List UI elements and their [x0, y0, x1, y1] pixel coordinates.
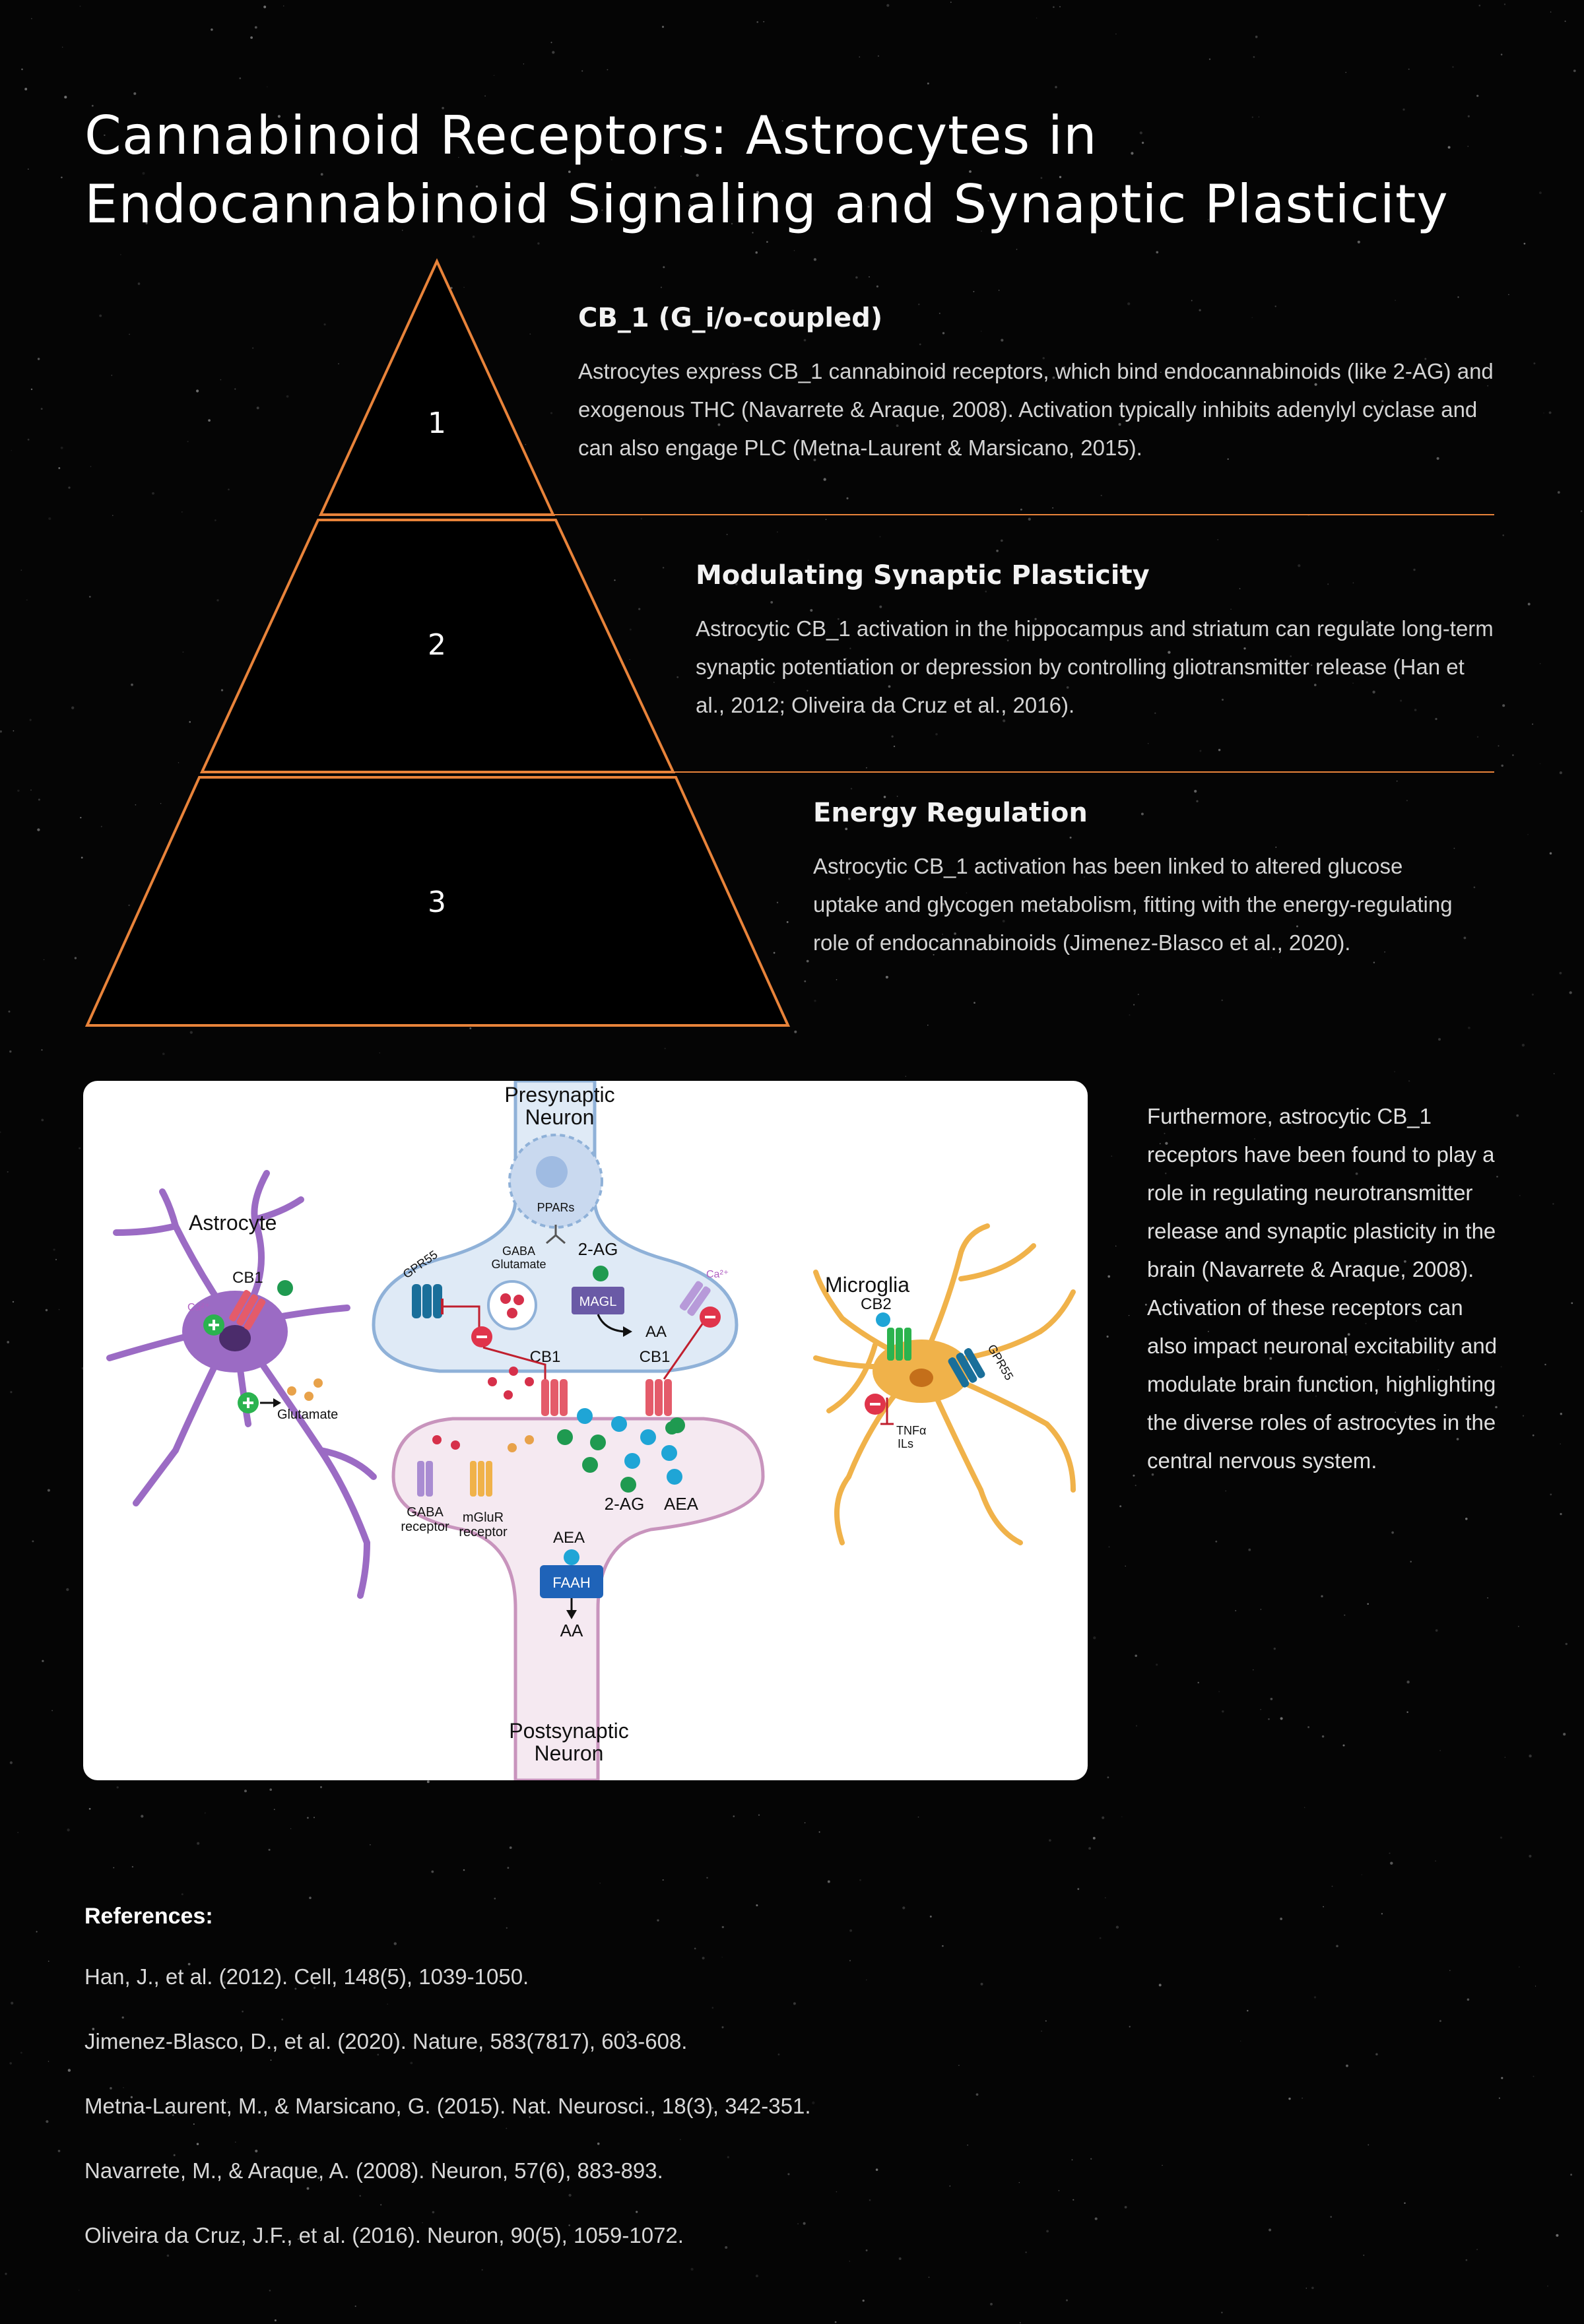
level-1-heading: CB_1 (G_i/o-coupled) — [578, 303, 883, 333]
tripartite-synapse-illustration: PPARs GABA Glutamate 2-AG MAGL AA GPR55 — [106, 1081, 1076, 1780]
glutamate-label: Glutamate — [277, 1407, 338, 1422]
reference-item: Jimenez-Blasco, D., et al. (2020). Natur… — [84, 2029, 688, 2053]
pyramid-level-1-number: 1 — [428, 406, 446, 440]
gaba-receptor — [417, 1461, 433, 1497]
postsynaptic-neuron-shape — [391, 1417, 765, 1780]
cb1-right-inhibit-path — [663, 1318, 708, 1380]
faah-enzyme — [540, 1565, 603, 1598]
gpr55-left-receptor — [412, 1284, 442, 1318]
cb1-presynaptic-left-label: CB1 — [530, 1348, 561, 1366]
microglia-label: Microglia — [825, 1273, 909, 1297]
aea-molecule — [564, 1549, 579, 1565]
cb1-presynaptic-left-receptor — [541, 1379, 568, 1416]
pyramid-level-3-text: Energy Regulation Astrocytic CB_1 activa… — [813, 796, 1473, 962]
astrocyte-nucleus — [219, 1325, 251, 1351]
reference-item: Han, J., et al. (2012). Cell, 148(5), 10… — [84, 1964, 529, 1989]
ppars-receptor-icon — [546, 1225, 566, 1244]
inhibit-sign-bar — [870, 1403, 880, 1405]
pyramid-level-1-shape — [318, 258, 556, 516]
cb1-presynaptic-right-receptor — [645, 1379, 672, 1416]
pyramid-diagram: 1 2 3 — [84, 258, 1494, 1027]
gpr55-inhibit-line — [442, 1305, 480, 1332]
cb2-label: CB2 — [861, 1295, 892, 1313]
ppars-label: PPARs — [537, 1201, 575, 1214]
glutamate-molecule — [287, 1386, 296, 1396]
glutamate-molecule — [304, 1392, 314, 1401]
gpr55-right-receptor — [948, 1348, 985, 1388]
references-section: References: Han, J., et al. (2012). Cell… — [84, 1900, 1470, 2284]
magl-arrow — [597, 1314, 625, 1333]
reference-item: Oliveira da Cruz, J.F., et al. (2016). N… — [84, 2223, 684, 2247]
vesicle-molecule — [507, 1308, 517, 1318]
level-2-heading: Modulating Synaptic Plasticity — [696, 560, 1150, 591]
pyramid-level-2-number: 2 — [428, 628, 446, 662]
pyramid-level-3-shape — [84, 776, 791, 1027]
level-3-description: Astrocytic CB_1 activation has been link… — [813, 854, 1453, 955]
calcium-presynaptic-label: Ca²⁺ — [706, 1269, 729, 1280]
mglur-label-2: receptor — [459, 1525, 508, 1539]
cb1-presynaptic-right-label: CB1 — [640, 1348, 671, 1366]
presynaptic-label-2: Neuron — [525, 1105, 595, 1129]
level-1-description: Astrocytes express CB_1 cannabinoid rece… — [578, 359, 1494, 460]
tnfa-label: TNFα — [896, 1424, 926, 1437]
cb2-inhibit-line — [880, 1398, 894, 1425]
references-heading: References: — [84, 1904, 213, 1929]
microglia-nucleus — [909, 1369, 933, 1387]
mglur-receptor — [470, 1461, 492, 1497]
gpr55-right-label: GPR55 — [985, 1342, 1016, 1382]
gaba-receptor-label-1: GABA — [407, 1505, 444, 1520]
page-title: Cannabinoid Receptors: Astrocytes in End… — [84, 104, 1449, 235]
inhibit-sign-bar — [705, 1316, 715, 1318]
vesicle-molecule — [500, 1293, 511, 1304]
side-description: Furthermore, astrocytic CB_1 receptors h… — [1147, 1104, 1498, 1473]
astrocyte-label: Astrocyte — [189, 1211, 277, 1235]
cb1-astrocyte-label: CB1 — [232, 1269, 263, 1287]
reference-item: Metna-Laurent, M., & Marsicano, G. (2015… — [84, 2094, 811, 2118]
pyramid-level-2-text: Modulating Synaptic Plasticity Astrocyti… — [696, 558, 1496, 725]
calcium-astrocyte-label: Ca²⁺ — [187, 1302, 210, 1313]
cb1-astrocyte-receptor — [229, 1289, 266, 1330]
two-ag-molecule — [277, 1280, 293, 1296]
glutamate-vesicle-label: Glutamate — [491, 1258, 546, 1271]
magl-arrowhead — [623, 1326, 632, 1337]
two-ag-bottom-label: 2-AG — [605, 1494, 645, 1514]
glutamate-molecule — [314, 1378, 323, 1388]
magl-label: MAGL — [579, 1295, 617, 1309]
aa-post-label: AA — [560, 1621, 583, 1640]
reference-item: Navarrete, M., & Araque, A. (2008). Neur… — [84, 2158, 663, 2183]
postsynaptic-label: Postsynaptic — [509, 1719, 628, 1743]
pyramid-level-1-text: CB_1 (G_i/o-coupled) Astrocytes express … — [578, 301, 1496, 467]
ils-label: ILs — [898, 1437, 913, 1450]
aea-post-label: AEA — [553, 1529, 585, 1547]
level-2-description: Astrocytic CB_1 activation in the hippoc… — [696, 616, 1494, 717]
gaba-label: GABA — [502, 1244, 535, 1258]
two-ag-top-label: 2-AG — [578, 1239, 618, 1259]
activation-plus-mark — [243, 1398, 253, 1408]
mglur-label-1: mGluR — [463, 1510, 504, 1525]
faah-arrowhead — [566, 1610, 577, 1619]
presynaptic-label: Presynaptic — [504, 1083, 614, 1107]
level-3-heading: Energy Regulation — [813, 798, 1088, 828]
two-ag-molecule — [593, 1266, 609, 1281]
aa-top-label: AA — [645, 1323, 667, 1341]
aea-bottom-label: AEA — [664, 1494, 699, 1514]
postsynaptic-label-2: Neuron — [535, 1741, 604, 1765]
synaptic-cleft-molecules — [432, 1367, 685, 1493]
pyramid-level-3-number: 3 — [428, 886, 446, 919]
cb1-inhibit-path — [482, 1346, 546, 1379]
calcium-channel-presynaptic — [679, 1281, 711, 1316]
faah-label: FAAH — [552, 1574, 590, 1591]
activation-plus-mark — [209, 1320, 219, 1330]
glutamate-release-arrowhead — [273, 1398, 281, 1407]
ppars-nucleolus — [536, 1156, 568, 1188]
gaba-glutamate-vesicle — [487, 1280, 537, 1330]
inhibit-sign-bar — [477, 1336, 487, 1338]
magl-enzyme — [572, 1287, 624, 1314]
synapse-illustration-card: PPARs GABA Glutamate 2-AG MAGL AA GPR55 — [83, 1081, 1088, 1780]
vesicle-molecule — [513, 1295, 524, 1305]
cb2-ligand — [876, 1312, 890, 1327]
cb2-receptor — [887, 1328, 911, 1361]
gaba-receptor-label-2: receptor — [401, 1520, 449, 1534]
astrocyte-cell — [106, 1170, 377, 1599]
